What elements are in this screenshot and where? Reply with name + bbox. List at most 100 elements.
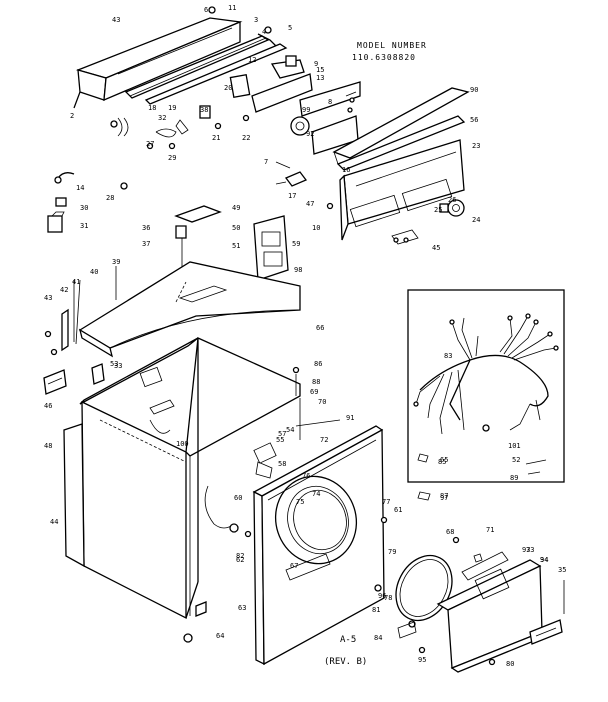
callout-c56: 56 xyxy=(470,116,478,124)
callout-c96: 96 xyxy=(378,592,386,600)
callout-c100: 100 xyxy=(176,440,189,448)
callout-c84: 84 xyxy=(374,634,382,642)
callout-labels: 43 2 3 4 5 6 7 8 9 10 11 12 13 14 15 16 … xyxy=(44,4,566,668)
callout-c38: 38 xyxy=(200,106,208,114)
callout-c73: 73 xyxy=(526,546,534,554)
callout-c22: 22 xyxy=(242,134,250,142)
callout-c77: 77 xyxy=(382,498,390,506)
callout-c90: 90 xyxy=(470,86,478,94)
cabinet xyxy=(63,337,301,643)
callout-c30: 30 xyxy=(80,204,88,212)
front-panel xyxy=(252,419,388,666)
callout-c60: 60 xyxy=(234,494,242,502)
callout-c53: 53 xyxy=(110,360,118,368)
top-panel xyxy=(78,261,301,358)
callout-c88: 88 xyxy=(312,378,320,386)
callout-c79: 79 xyxy=(388,548,396,556)
callout-c16: 16 xyxy=(342,166,350,174)
callout-c8: 8 xyxy=(328,98,332,106)
callout-c101: 101 xyxy=(508,442,521,450)
callout-c50: 50 xyxy=(232,224,240,232)
callout-c2: 2 xyxy=(70,112,74,120)
mid-top-parts xyxy=(174,205,289,281)
callout-c19: 19 xyxy=(168,104,176,112)
callout-c43: 43 xyxy=(44,294,52,302)
callout-c76: 76 xyxy=(302,472,310,480)
left-bracket-parts xyxy=(43,279,105,395)
callout-c40: 40 xyxy=(90,268,98,276)
callout-c75: 75 xyxy=(296,498,304,506)
callout-c6: 6 xyxy=(204,6,208,14)
model-number: 110.6308820 xyxy=(352,53,416,62)
callout-c78: 78 xyxy=(384,594,392,602)
page-code: A-5 xyxy=(340,635,356,645)
callout-c62: 62 xyxy=(236,556,244,564)
callout-c25: 25 xyxy=(434,206,442,214)
callout-c93: 93 xyxy=(522,546,530,554)
callout-c45: 45 xyxy=(432,244,440,252)
callout-c29: 29 xyxy=(168,154,176,162)
callout-c55: 55 xyxy=(276,436,284,444)
callout-c99: 99 xyxy=(302,106,310,114)
callout-c97: 97 xyxy=(440,494,448,502)
callout-c89: 89 xyxy=(510,474,518,482)
callout-c83: 83 xyxy=(444,352,452,360)
callout-c20: 20 xyxy=(224,84,232,92)
callout-c57: 57 xyxy=(278,430,286,438)
callout-c48: 48 xyxy=(44,442,52,450)
control-panel-assembly xyxy=(275,87,470,245)
callout-c92: 92 xyxy=(306,130,314,138)
callout-c18: 18 xyxy=(148,104,156,112)
callout-c13: 13 xyxy=(316,74,324,82)
callout-c87: 87 xyxy=(440,492,448,500)
callout-c42: 42 xyxy=(60,286,68,294)
model-caption: MODEL NUMBER xyxy=(357,41,427,50)
callout-c94: 94 xyxy=(540,556,548,564)
callout-c11: 11 xyxy=(228,4,236,12)
callout-c66: 66 xyxy=(316,324,324,332)
callout-c86: 86 xyxy=(314,360,322,368)
callout-c37: 37 xyxy=(142,240,150,248)
callout-c32: 32 xyxy=(158,114,166,122)
callout-c7: 7 xyxy=(264,158,268,166)
callout-c71: 71 xyxy=(486,526,494,534)
callout-c17: 17 xyxy=(288,192,296,200)
callout-c74: 74 xyxy=(312,490,320,498)
callout-c63: 63 xyxy=(238,604,246,612)
callout-c72: 72 xyxy=(320,436,328,444)
callout-c26: 26 xyxy=(448,196,456,204)
callout-c54: 54 xyxy=(286,426,294,434)
door-assembly xyxy=(395,536,565,673)
callout-c85: 85 xyxy=(438,458,446,466)
callout-c80: 80 xyxy=(506,660,514,668)
callout-c68: 68 xyxy=(446,528,454,536)
callout-c36: 36 xyxy=(142,224,150,232)
callout-c58: 58 xyxy=(278,460,286,468)
callout-c46: 46 xyxy=(44,402,52,410)
callout-c41: 41 xyxy=(72,278,80,286)
callout-c91: 91 xyxy=(346,414,354,422)
callout-c5: 5 xyxy=(288,24,292,32)
callout-c3: 3 xyxy=(254,16,258,24)
callout-c15: 15 xyxy=(316,66,324,74)
callout-c51: 51 xyxy=(232,242,240,250)
wiring-harness-inset xyxy=(407,289,565,501)
callout-c67: 67 xyxy=(290,562,298,570)
callout-c31: 31 xyxy=(80,222,88,230)
callout-c52: 52 xyxy=(512,456,520,464)
callout-c69: 69 xyxy=(310,388,318,396)
callout-c47: 47 xyxy=(306,200,314,208)
callout-c59: 59 xyxy=(292,240,300,248)
callout-c33: 33 xyxy=(114,362,122,370)
callout-c12: 12 xyxy=(248,56,256,64)
left-small-parts xyxy=(47,172,128,233)
callout-c95: 95 xyxy=(418,656,426,664)
callout-c70: 70 xyxy=(318,398,326,406)
callout-c98: 98 xyxy=(294,266,302,274)
callout-c34: 34 xyxy=(540,556,548,564)
top-console-assembly xyxy=(73,6,361,155)
callout-c39: 39 xyxy=(112,258,120,266)
callout-c49: 49 xyxy=(232,204,240,212)
callout-c28: 28 xyxy=(106,194,114,202)
